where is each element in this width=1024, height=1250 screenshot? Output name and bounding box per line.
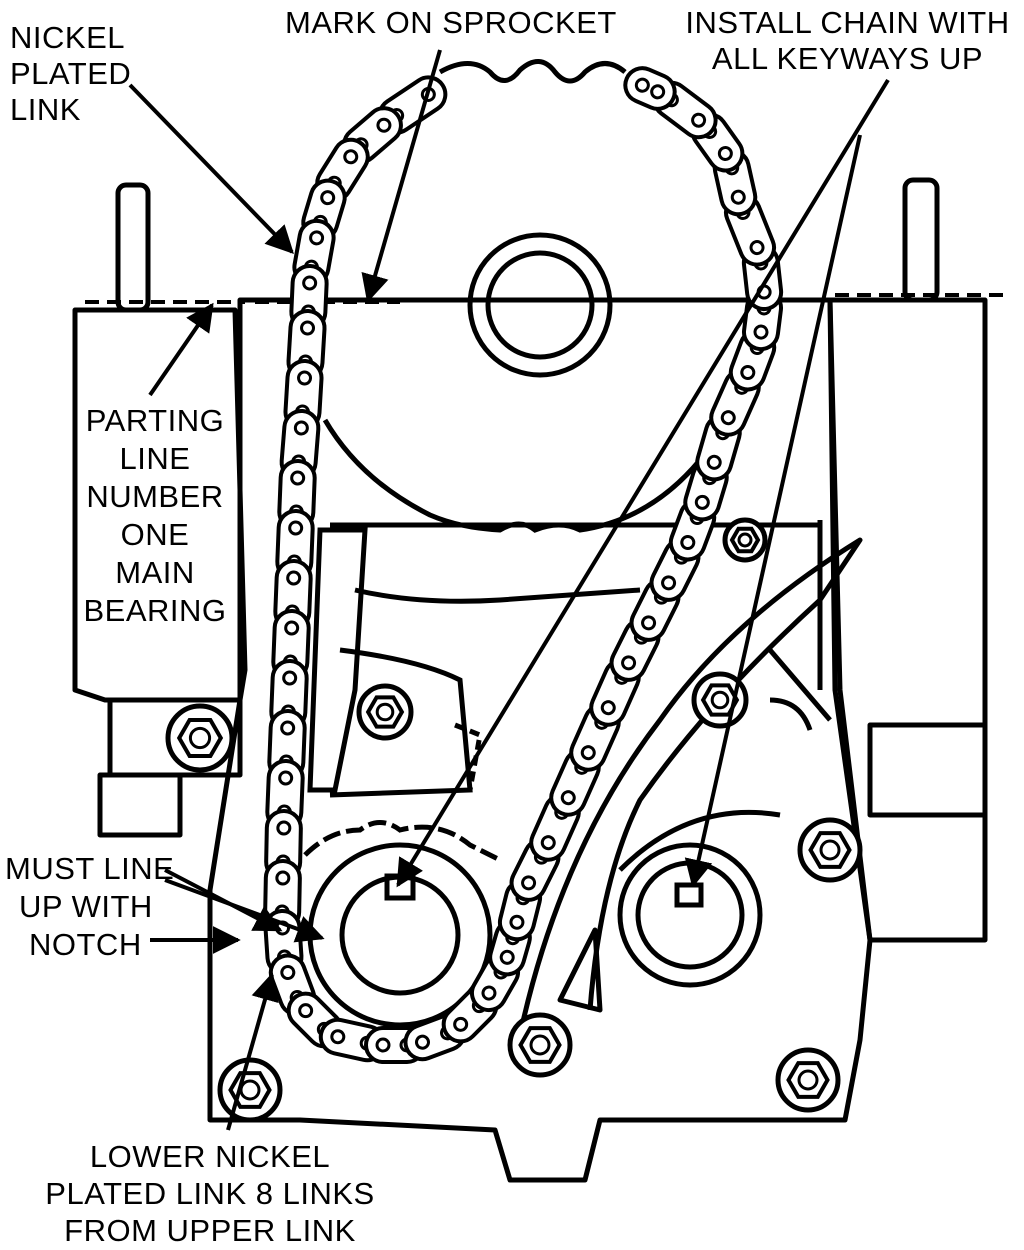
- chain-link: [623, 66, 677, 111]
- timing-chain: [263, 66, 784, 1064]
- bolt: [217, 1057, 283, 1123]
- bolts: [165, 517, 863, 1123]
- chain-tensioner: [517, 537, 863, 1036]
- bolt: [165, 703, 235, 773]
- label-must-line-up: MUST LINE UP WITH NOTCH: [5, 851, 175, 962]
- bolt: [797, 817, 863, 883]
- stud-right: [902, 177, 940, 303]
- label-mark-on-sprocket: MARK ON SPROCKET: [285, 5, 617, 40]
- stud-left: [115, 182, 151, 313]
- bolt: [722, 517, 768, 563]
- chain-guide: [307, 527, 483, 798]
- bolt: [775, 1047, 841, 1113]
- leader-lines: [128, 49, 890, 1131]
- engine-block: [72, 297, 988, 1183]
- bolt: [507, 1012, 573, 1078]
- label-lower-nickel-plated-link: LOWER NICKEL PLATED LINK 8 LINKS FROM UP…: [45, 1139, 375, 1248]
- bolt: [356, 683, 414, 741]
- label-nickel-plated-link: NICKEL PLATED LINK: [10, 20, 132, 127]
- label-parting-line: PARTING LINE NUMBER ONE MAIN BEARING: [83, 403, 227, 628]
- oil-pump-shaft: [617, 809, 781, 988]
- label-install-chain: INSTALL CHAIN WITH ALL KEYWAYS UP: [685, 5, 1010, 76]
